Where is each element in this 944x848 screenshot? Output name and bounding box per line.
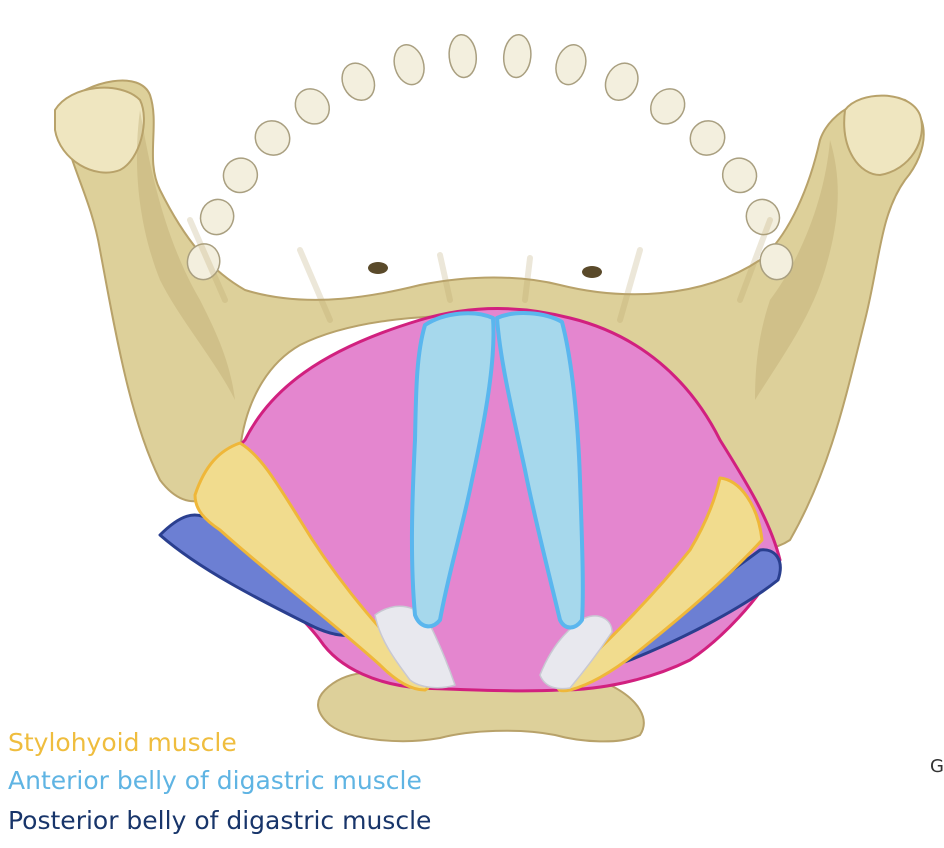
left-ramus-shading bbox=[136, 110, 235, 400]
intermediate-tendon-right bbox=[539, 615, 613, 690]
tooth bbox=[689, 120, 726, 156]
bone-shading-streak bbox=[737, 217, 773, 303]
tooth bbox=[199, 198, 235, 236]
tooth bbox=[341, 62, 376, 101]
right-ramus-shading bbox=[755, 140, 838, 400]
bone-shading-streak bbox=[437, 252, 453, 303]
tooth bbox=[721, 157, 758, 194]
bone-shading-streak bbox=[522, 255, 533, 303]
tooth bbox=[759, 243, 794, 281]
tooth bbox=[294, 88, 331, 125]
tooth bbox=[745, 198, 781, 236]
tooth bbox=[555, 44, 587, 86]
bone-surface-shading bbox=[187, 217, 773, 323]
legend-anterior-digastric-label: Anterior belly of digastric muscle bbox=[8, 766, 422, 795]
tooth bbox=[254, 120, 291, 156]
tooth bbox=[186, 243, 221, 281]
legend-stylohyoid-label: Stylohyoid muscle bbox=[8, 728, 237, 757]
tooth bbox=[604, 62, 639, 101]
tooth bbox=[222, 157, 259, 194]
legend-posterior-digastric-label: Posterior belly of digastric muscle bbox=[8, 806, 432, 835]
bone-shading-streak bbox=[297, 247, 333, 323]
tooth bbox=[448, 34, 478, 79]
bone-shading-streak bbox=[617, 247, 643, 323]
tooth bbox=[502, 34, 532, 79]
stylohyoid-muscle-right bbox=[557, 476, 764, 693]
tooth bbox=[649, 88, 686, 125]
bone-shading-streak bbox=[187, 217, 228, 303]
left-condyle bbox=[54, 86, 145, 174]
lower-teeth bbox=[186, 34, 794, 281]
left-mental-foramen bbox=[368, 262, 388, 274]
tooth bbox=[393, 44, 425, 86]
right-mental-foramen bbox=[582, 266, 602, 278]
anterior-belly-digastric-right bbox=[495, 311, 585, 630]
right-condyle bbox=[843, 94, 923, 176]
cropped-edge-text: G bbox=[930, 756, 944, 777]
anterior-belly-digastric-left bbox=[409, 311, 496, 629]
